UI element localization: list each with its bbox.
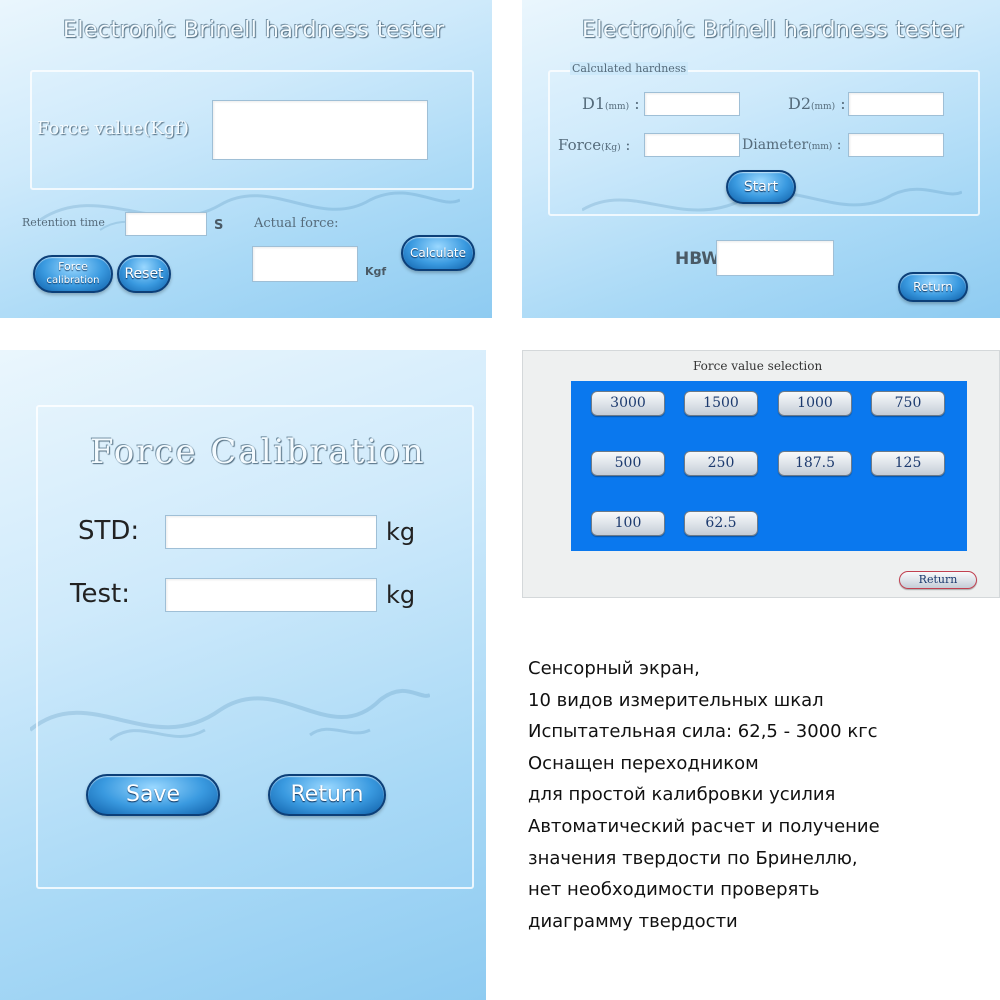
force-label: Force(Kg) : [558, 136, 630, 154]
std-unit: kg [386, 518, 416, 546]
d2-unit: (mm) [811, 102, 836, 112]
hbw-label: HBW [675, 249, 721, 269]
reset-button[interactable]: Reset [117, 255, 171, 293]
force-option-1500[interactable]: 1500 [684, 391, 758, 416]
d2-colon: : [840, 94, 846, 113]
diameter-colon: : [836, 137, 842, 153]
calibration-title: Force Calibration [90, 432, 426, 472]
retention-unit: S [214, 218, 224, 233]
force-option-3000[interactable]: 3000 [591, 391, 665, 416]
force-value-label: Force value(Kgf) [37, 118, 189, 139]
calculate-button[interactable]: Calculate [401, 235, 475, 271]
force-option-100[interactable]: 100 [591, 511, 665, 536]
force-option-500[interactable]: 500 [591, 451, 665, 476]
return-button[interactable]: Return [898, 272, 968, 302]
d1-label: D1(mm) : [582, 94, 640, 113]
force-label-text: Force [558, 136, 602, 154]
force-calibration-button[interactable]: Force calibration [33, 255, 113, 293]
diameter-label-text: Diameter [742, 137, 809, 153]
d1-input[interactable] [644, 92, 740, 116]
force-option-1000[interactable]: 1000 [778, 391, 852, 416]
return-button[interactable]: Return [899, 571, 977, 589]
d1-unit: (mm) [605, 102, 630, 112]
test-input[interactable] [165, 578, 377, 612]
main-screen-panel: Electronic Brinell hardness tester Force… [0, 0, 492, 318]
app-title: Electronic Brinell hardness tester [582, 18, 964, 43]
force-value-display [212, 100, 428, 160]
description-line: 10 видов измерительных шкал [528, 689, 824, 711]
description-line: Автоматический расчет и получение [528, 815, 880, 837]
d1-colon: : [634, 94, 640, 113]
force-option-62-5[interactable]: 62.5 [684, 511, 758, 536]
calibration-frame [36, 405, 474, 889]
return-button[interactable]: Return [268, 774, 386, 816]
actual-force-label: Actual force: [254, 216, 339, 231]
calculated-hardness-group [548, 70, 980, 216]
force-calibration-label-line2: calibration [46, 275, 100, 286]
decorative-swirl [30, 688, 430, 742]
test-label: Test: [70, 579, 130, 609]
calculated-hardness-legend: Calculated hardness [570, 62, 689, 75]
retention-time-input[interactable] [125, 212, 207, 236]
start-button[interactable]: Start [726, 170, 796, 204]
force-option-250[interactable]: 250 [684, 451, 758, 476]
d2-label: D2(mm) : [788, 94, 846, 113]
description-line: Сенсорный экран, [528, 658, 700, 679]
d2-input[interactable] [848, 92, 944, 116]
feature-description: Сенсорный экран, 10 видов измерительных … [528, 653, 988, 937]
description-line: для простой калибровки усилия [528, 784, 836, 806]
test-unit: kg [386, 581, 416, 609]
force-colon: : [625, 136, 631, 154]
description-line: Оснащен переходником [528, 752, 759, 774]
force-option-125[interactable]: 125 [871, 451, 945, 476]
retention-time-label: Retention time [22, 216, 105, 229]
hbw-display [716, 240, 834, 276]
force-selection-title: Force value selection [693, 359, 823, 373]
force-selection-panel: Force value selection 3000 1500 1000 750… [522, 350, 1000, 598]
description-line: значения твердости по Бринеллю, [528, 847, 858, 869]
std-input[interactable] [165, 515, 377, 549]
calculated-hardness-panel: Electronic Brinell hardness tester Calcu… [522, 0, 1000, 318]
force-calibration-panel: Force Calibration STD: kg Test: kg Save … [0, 350, 486, 1000]
description-line: диаграмму твердости [528, 910, 738, 932]
diameter-label: Diameter(mm) : [742, 137, 841, 153]
d1-label-text: D1 [582, 94, 606, 113]
actual-force-unit: Kgf [365, 265, 387, 278]
actual-force-display [252, 246, 358, 282]
save-button[interactable]: Save [86, 774, 220, 816]
force-calibration-label-line1: Force [58, 260, 88, 273]
force-value-frame [30, 70, 474, 190]
description-line: Испытательная сила: 62,5 - 3000 кгс [528, 721, 878, 743]
diameter-unit: (mm) [808, 142, 833, 152]
diameter-input[interactable] [848, 133, 944, 157]
description-line: нет необходимости проверять [528, 879, 820, 901]
force-unit: (Kg) [601, 143, 621, 153]
app-title: Electronic Brinell hardness tester [63, 18, 445, 43]
force-input[interactable] [644, 133, 740, 157]
d2-label-text: D2 [788, 94, 812, 113]
std-label: STD: [78, 516, 140, 546]
force-option-187-5[interactable]: 187.5 [778, 451, 852, 476]
force-option-750[interactable]: 750 [871, 391, 945, 416]
